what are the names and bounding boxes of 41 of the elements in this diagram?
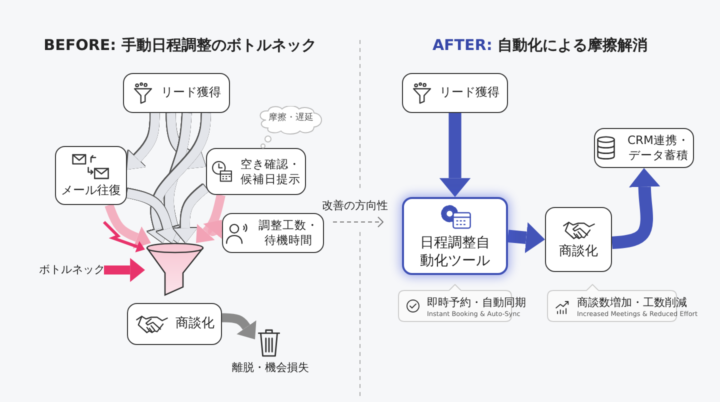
- node-label: CRM連携・データ蓄積: [626, 133, 690, 163]
- process-box: [222, 213, 324, 253]
- node-label: 空き確認・候補日提示: [240, 156, 302, 186]
- arrow: [162, 112, 192, 243]
- process-box: [123, 73, 230, 113]
- arrow: [439, 113, 471, 197]
- node-label: ボトルネック: [39, 262, 105, 278]
- caption-text: 離脱・機会損失: [232, 360, 306, 375]
- arrow: [104, 203, 151, 249]
- arrow: [166, 112, 206, 169]
- benefit-text: 即時予約・自動同期: [427, 294, 526, 310]
- process-box: [206, 148, 306, 195]
- node-label: メール往復: [61, 182, 121, 198]
- lightning-arrow: [102, 220, 145, 252]
- arrow: [127, 112, 160, 170]
- process-box: [127, 303, 222, 345]
- arrow: [612, 168, 660, 250]
- node-label: 調整工数・待機時間: [258, 218, 320, 248]
- trash-can-icon: [255, 327, 283, 358]
- benefit-text: 商談数増加・工数削減: [577, 294, 688, 310]
- arrow: [507, 222, 545, 254]
- process-box: [402, 73, 508, 113]
- section-heading: AFTER: 自動化による摩擦解消: [432, 36, 648, 55]
- node-label: リード獲得: [161, 85, 221, 101]
- node-label: 摩擦・遅延: [268, 113, 314, 125]
- node-label: 商談化: [176, 316, 214, 332]
- process-box: [55, 146, 127, 205]
- arrow: [196, 194, 226, 243]
- node-label: 日程調整自動化ツール: [419, 234, 491, 270]
- arrow: [220, 313, 256, 340]
- process-box: [545, 207, 612, 272]
- node-label: 商談化: [559, 244, 598, 260]
- process-box: [402, 197, 508, 275]
- arrow: [126, 188, 180, 243]
- section-heading: BEFORE: 手動日程調整のボトルネック: [44, 36, 316, 55]
- arrow: [104, 258, 145, 282]
- direction-label: 改善の方向性: [322, 198, 388, 213]
- arrow: [148, 112, 211, 243]
- process-box: [594, 128, 694, 168]
- funnel-shape: [145, 243, 205, 297]
- node-label: リード獲得: [440, 85, 500, 101]
